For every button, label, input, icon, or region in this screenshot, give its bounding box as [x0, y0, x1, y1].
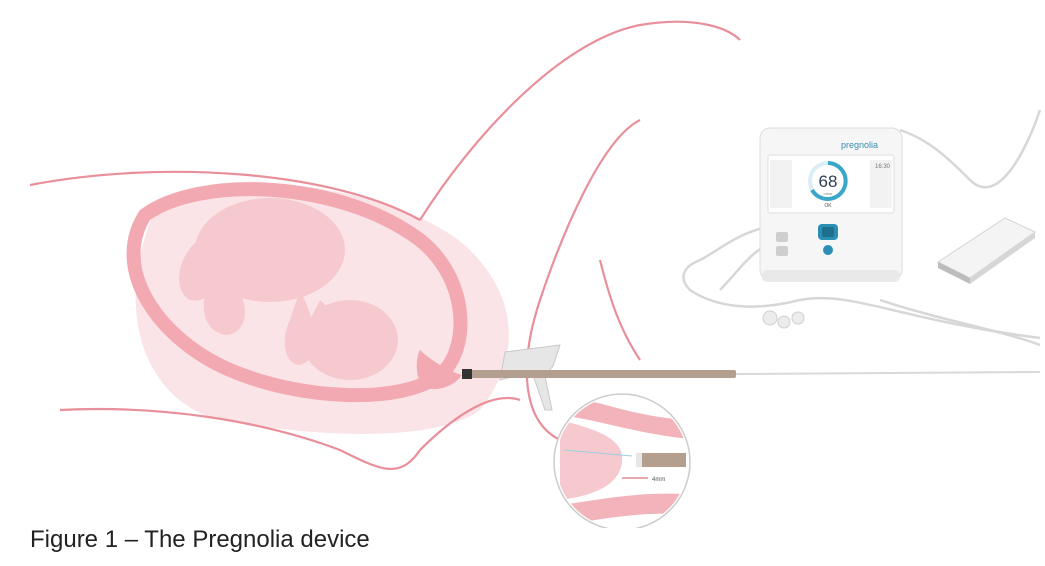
- distance-label: 4mm: [652, 477, 665, 483]
- figure-caption: Figure 1 – The Pregnolia device: [30, 526, 370, 554]
- device-brand: pregnolia: [841, 140, 878, 150]
- tube-connectors: [763, 311, 804, 328]
- device-screen-unit: mbar: [823, 191, 833, 196]
- inset-magnifier: 4mm: [554, 394, 700, 528]
- device-port-1: [776, 232, 788, 242]
- device-screen-sub: OK: [824, 203, 832, 209]
- probe-cable: [736, 372, 1040, 374]
- foot-pedal: [938, 218, 1035, 284]
- pregnolia-illustration: pregnolia 16:30 68 mbar OK 4m: [0, 0, 1045, 528]
- measurement-device: pregnolia 16:30 68 mbar OK: [760, 128, 902, 282]
- device-screen-value: 68: [819, 172, 838, 191]
- device-small-button: [823, 245, 833, 255]
- device-port-2: [776, 246, 788, 256]
- probe-tip: [462, 369, 472, 379]
- probe-shaft: [468, 370, 736, 378]
- device-screen-time: 16:30: [875, 164, 891, 170]
